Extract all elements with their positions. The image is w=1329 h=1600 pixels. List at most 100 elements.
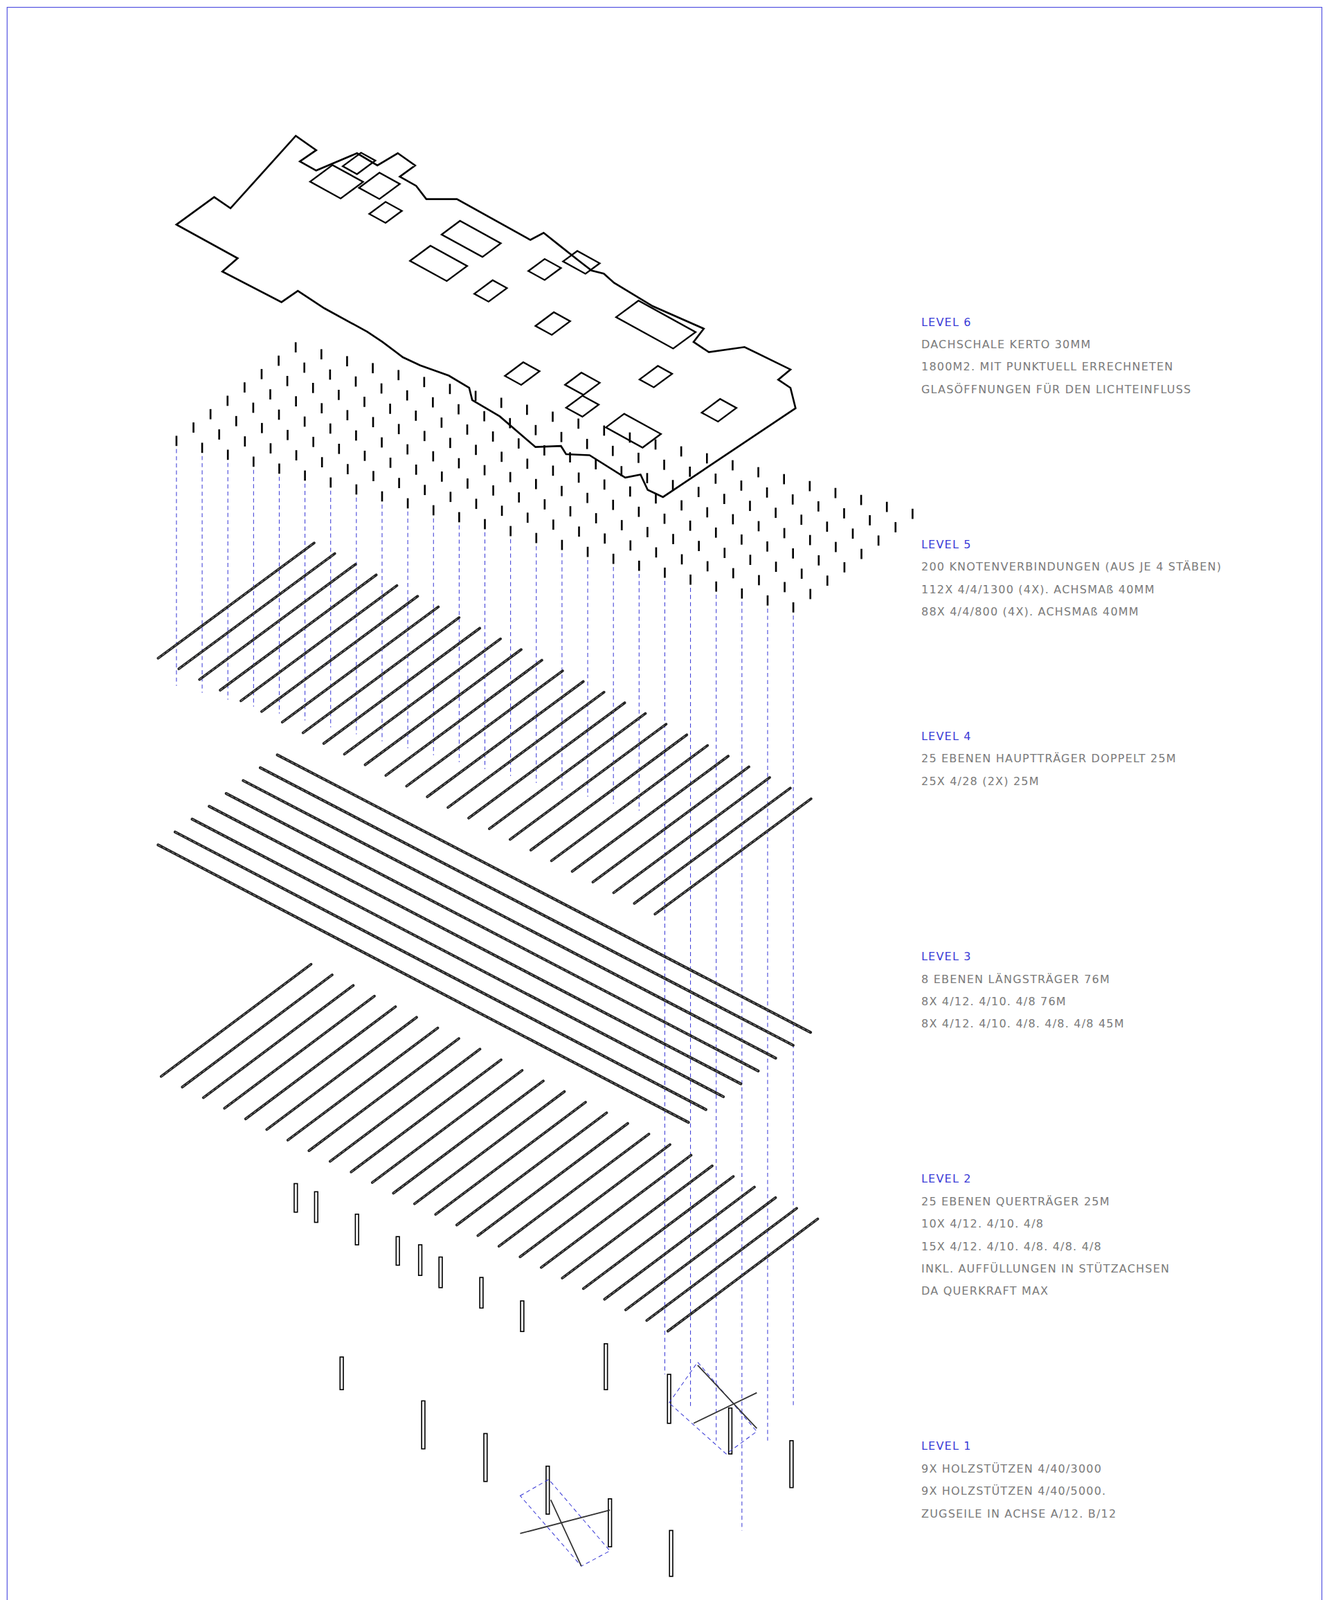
- projection-line: [587, 559, 589, 797]
- node-connector: [294, 395, 297, 407]
- node-connector: [689, 520, 692, 531]
- node-connector: [663, 513, 666, 524]
- timber-beam-edge: [406, 670, 563, 787]
- timber-beam: [385, 660, 542, 776]
- timber-beam: [157, 844, 689, 1123]
- node-connector: [320, 402, 323, 414]
- page-frame: [6, 7, 1322, 1600]
- node-connector: [809, 481, 812, 492]
- timber-column: [667, 1373, 671, 1424]
- node-connector: [757, 521, 761, 532]
- node-connector: [492, 431, 495, 442]
- timber-beam-edge: [260, 767, 794, 1046]
- timber-beam: [406, 670, 563, 787]
- projection-line: [793, 615, 794, 1408]
- level-heading: LEVEL 3: [921, 948, 972, 965]
- level-heading: LEVEL 4: [921, 728, 972, 745]
- level-note: 88X 4/4/800 (4X). ACHSMAß 40MM: [921, 604, 1140, 620]
- node-connector: [654, 493, 657, 504]
- level-note: 8X 4/12. 4/10. 4/8 76M: [921, 993, 1067, 1010]
- node-connector: [269, 443, 273, 454]
- node-connector: [475, 498, 478, 509]
- node-connector: [723, 493, 726, 504]
- node-connector: [646, 526, 649, 538]
- node-connector: [620, 519, 623, 531]
- node-connector: [551, 411, 554, 423]
- timber-beam-edge: [510, 724, 666, 840]
- glass-opening: [564, 372, 600, 395]
- node-connector: [423, 484, 426, 495]
- node-connector: [911, 508, 914, 520]
- node-connector: [697, 540, 700, 551]
- node-connector: [286, 429, 289, 441]
- node-connector: [458, 512, 461, 523]
- node-connector: [834, 487, 837, 499]
- node-connector: [398, 423, 401, 435]
- timber-beam-edge: [551, 745, 708, 862]
- node-connector: [252, 456, 255, 468]
- node-connector: [466, 478, 469, 489]
- timber-column: [669, 1530, 673, 1577]
- node-connector: [406, 444, 409, 455]
- node-connector: [602, 425, 605, 437]
- timber-beam-edge: [654, 798, 811, 915]
- node-connector: [560, 431, 563, 443]
- node-connector: [500, 397, 503, 408]
- node-connector: [681, 554, 684, 565]
- node-connector: [689, 574, 692, 585]
- timber-beam: [427, 681, 583, 797]
- node-connector: [458, 458, 461, 469]
- node-connector: [295, 449, 298, 461]
- node-connector: [663, 567, 666, 578]
- node-connector: [278, 463, 281, 475]
- node-connector: [363, 396, 366, 408]
- node-connector: [595, 512, 598, 524]
- node-connector: [637, 452, 640, 464]
- node-connector: [741, 588, 744, 599]
- node-connector: [535, 425, 538, 436]
- node-connector: [552, 465, 555, 476]
- level-note: 25 EBENEN QUERTRÄGER 25M: [921, 1194, 1111, 1210]
- node-connector: [611, 445, 614, 457]
- timber-beam: [226, 793, 759, 1071]
- node-connector: [526, 404, 529, 416]
- node-connector: [740, 534, 743, 545]
- node-connector: [329, 423, 332, 435]
- node-connector: [414, 410, 417, 421]
- timber-beam: [178, 553, 335, 670]
- timber-beam: [510, 724, 666, 840]
- tension-cable: [550, 1499, 582, 1566]
- node-connector: [346, 409, 349, 421]
- timber-column: [355, 1214, 359, 1245]
- node-connector: [560, 485, 563, 497]
- node-connector: [586, 492, 589, 504]
- glass-opening: [616, 300, 696, 349]
- timber-beam: [646, 1207, 797, 1321]
- glass-opening: [310, 164, 364, 198]
- timber-column: [314, 1191, 318, 1222]
- node-connector: [501, 505, 504, 516]
- node-connector: [757, 467, 760, 478]
- node-connector: [227, 449, 230, 460]
- node-connector: [415, 464, 418, 475]
- node-connector: [680, 500, 683, 511]
- node-connector: [654, 439, 657, 450]
- level-note: 8 EBENEN LÄNGSTRÄGER 76M: [921, 971, 1111, 988]
- node-connector: [509, 526, 512, 537]
- node-connector: [380, 383, 383, 394]
- glass-opening: [368, 202, 402, 223]
- node-connector: [826, 521, 829, 532]
- timber-beam: [242, 780, 776, 1059]
- timber-beam-edge: [530, 734, 687, 851]
- node-connector: [252, 402, 255, 414]
- glass-opening: [562, 250, 600, 274]
- timber-beam-edge: [385, 660, 542, 776]
- glass-opening: [535, 312, 571, 336]
- projection-line: [766, 608, 768, 1441]
- node-connector: [449, 491, 452, 502]
- timber-beam: [593, 766, 749, 883]
- node-connector: [868, 514, 871, 526]
- timber-beam: [551, 745, 708, 862]
- node-connector: [748, 500, 752, 511]
- node-connector: [714, 473, 717, 484]
